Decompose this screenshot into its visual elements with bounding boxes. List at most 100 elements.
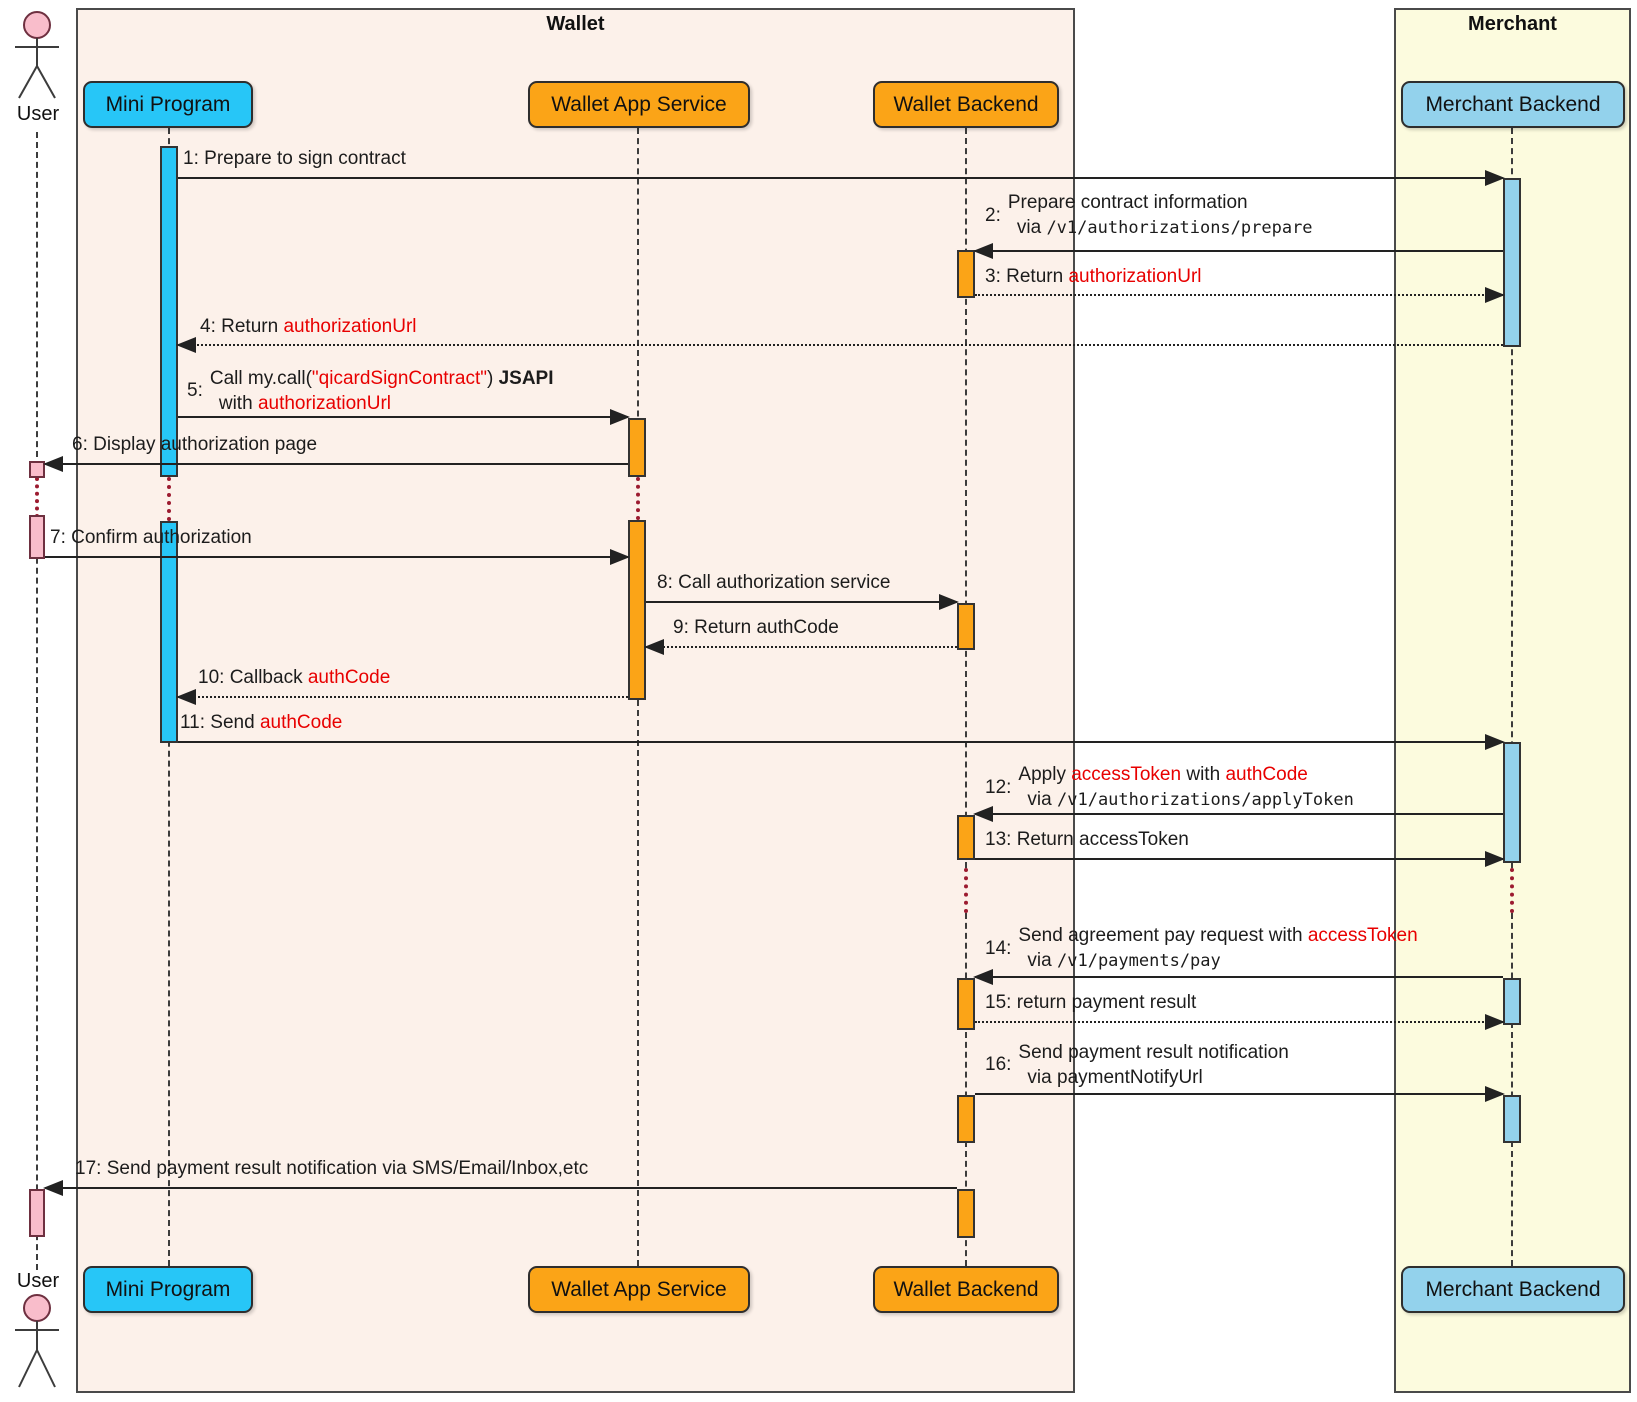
lifeline-user-continuation <box>35 477 39 518</box>
arrowhead-left-icon <box>43 1180 63 1196</box>
message-8-label: 8: Call authorization service <box>657 572 891 593</box>
participant-label: Merchant Backend <box>1425 92 1601 116</box>
message-13-label: 13: Return accessToken <box>985 829 1189 850</box>
lifeline-user <box>36 132 38 477</box>
participant-wallet-backend-top: Wallet Backend <box>873 81 1059 128</box>
message-13-arrow <box>975 851 1505 867</box>
message-11-arrow <box>178 734 1505 750</box>
activation-bar-merchant-backend <box>1503 742 1521 863</box>
activation-bar-wallet-backend <box>957 250 975 298</box>
arrowhead-right-icon <box>610 409 630 425</box>
message-8-arrow <box>646 594 959 610</box>
message-17-arrow <box>43 1180 957 1196</box>
arrowhead-right-icon <box>1485 851 1505 867</box>
lifeline-wallet-app-service-continuation <box>636 477 640 520</box>
arrowhead-right-icon <box>1485 287 1505 303</box>
message-1-label: 1: Prepare to sign contract <box>183 148 406 169</box>
lifeline-wallet-backend-continuation <box>964 868 968 913</box>
activation-bar-wallet-app-service <box>628 520 646 700</box>
merchant-frame-title: Merchant <box>1468 13 1557 35</box>
message-1-arrow <box>178 170 1505 186</box>
message-9-label: 9: Return authCode <box>673 617 839 638</box>
activation-bar-merchant-backend <box>1503 1095 1521 1143</box>
activation-bar-wallet-app-service <box>628 418 646 477</box>
message-6-label: 6: Display authorization page <box>72 434 318 455</box>
participant-label: Merchant Backend <box>1425 1277 1601 1301</box>
message-4-label: 4: Return authorizationUrl <box>200 316 417 337</box>
lifeline-wallet-backend <box>965 913 967 1266</box>
participant-label: Mini Program <box>105 92 231 116</box>
arrowhead-left-icon <box>176 689 196 705</box>
user-actor-icon <box>15 11 59 99</box>
participant-label: Wallet App Service <box>551 92 727 116</box>
message-17-label: 17: Send payment result notification via… <box>75 1158 589 1179</box>
activation-bar-user <box>29 515 45 559</box>
arrowhead-left-icon <box>973 806 993 822</box>
message-14-label: 14: Send agreement pay request with acce… <box>985 925 1418 971</box>
participant-mini-program-bottom: Mini Program <box>83 1266 253 1313</box>
message-3-label: 3: Return authorizationUrl <box>985 266 1202 287</box>
participant-wallet-backend-bottom: Wallet Backend <box>873 1266 1059 1313</box>
arrowhead-right-icon <box>610 549 630 565</box>
message-15-arrow <box>975 1014 1505 1030</box>
activation-bar-mini-program <box>160 146 178 477</box>
lifeline-user <box>36 518 38 1270</box>
activation-bar-wallet-backend <box>957 603 975 650</box>
arrowhead-right-icon <box>1485 1086 1505 1102</box>
user-actor-label-top: User <box>16 103 60 125</box>
lifeline-merchant-backend <box>1511 128 1513 868</box>
activation-bar-wallet-backend <box>957 815 975 860</box>
arrowhead-right-icon <box>1485 170 1505 186</box>
message-5-arrow <box>178 409 630 425</box>
lifeline-merchant-backend-continuation <box>1510 868 1514 913</box>
activation-bar-merchant-backend <box>1503 178 1521 347</box>
activation-bar-wallet-backend <box>957 1095 975 1143</box>
message-2-label: 2: Prepare contract information via /v1/… <box>985 192 1313 238</box>
arrowhead-left-icon <box>176 337 196 353</box>
lifeline-merchant-backend <box>1511 913 1513 1266</box>
message-14-arrow <box>973 969 1503 985</box>
message-15-label: 15: return payment result <box>985 992 1197 1013</box>
lifeline-mini-program-continuation <box>167 477 171 521</box>
participant-label: Wallet Backend <box>893 92 1039 116</box>
message-6-arrow <box>43 456 628 472</box>
user-actor-label-bottom: User <box>16 1270 60 1292</box>
activation-bar-merchant-backend <box>1503 978 1521 1025</box>
participant-label: Mini Program <box>105 1277 231 1301</box>
activation-bar-mini-program <box>160 521 178 743</box>
arrowhead-right-icon <box>939 594 959 610</box>
lifeline-mini-program <box>168 521 170 1266</box>
participant-label: Wallet Backend <box>893 1277 1039 1301</box>
message-11-label: 11: Send authCode <box>180 712 343 733</box>
arrowhead-left-icon <box>43 456 63 472</box>
message-10-label: 10: Callback authCode <box>198 667 391 688</box>
arrowhead-right-icon <box>1485 1014 1505 1030</box>
message-7-label: 7: Confirm authorization <box>50 527 252 548</box>
arrowhead-left-icon <box>644 639 664 655</box>
wallet-frame-title: Wallet <box>546 13 605 35</box>
activation-bar-wallet-backend <box>957 978 975 1030</box>
message-16-arrow <box>975 1086 1505 1102</box>
user-actor-icon <box>15 1294 59 1388</box>
arrowhead-left-icon <box>973 243 993 259</box>
wallet-frame <box>76 8 1075 1393</box>
activation-bar-wallet-backend <box>957 1189 975 1238</box>
message-7-arrow <box>45 549 630 565</box>
lifeline-wallet-app-service <box>637 520 639 1266</box>
participant-wallet-app-service-bottom: Wallet App Service <box>528 1266 750 1313</box>
message-12-label: 12: Apply accessToken with authCode via … <box>985 764 1354 810</box>
message-3-arrow <box>975 287 1505 303</box>
participant-mini-program-top: Mini Program <box>83 81 253 128</box>
participant-label: Wallet App Service <box>551 1277 727 1301</box>
lifeline-wallet-app-service <box>637 128 639 477</box>
message-9-arrow <box>644 639 957 655</box>
participant-merchant-backend-top: Merchant Backend <box>1401 81 1625 128</box>
lifeline-wallet-backend <box>965 128 967 868</box>
message-10-arrow <box>176 689 628 705</box>
message-12-arrow <box>973 806 1503 822</box>
message-16-label: 16: Send payment result notification via… <box>985 1042 1289 1088</box>
message-4-arrow <box>176 337 1503 353</box>
participant-merchant-backend-bottom: Merchant Backend <box>1401 1266 1625 1313</box>
activation-bar-user <box>29 1189 45 1237</box>
